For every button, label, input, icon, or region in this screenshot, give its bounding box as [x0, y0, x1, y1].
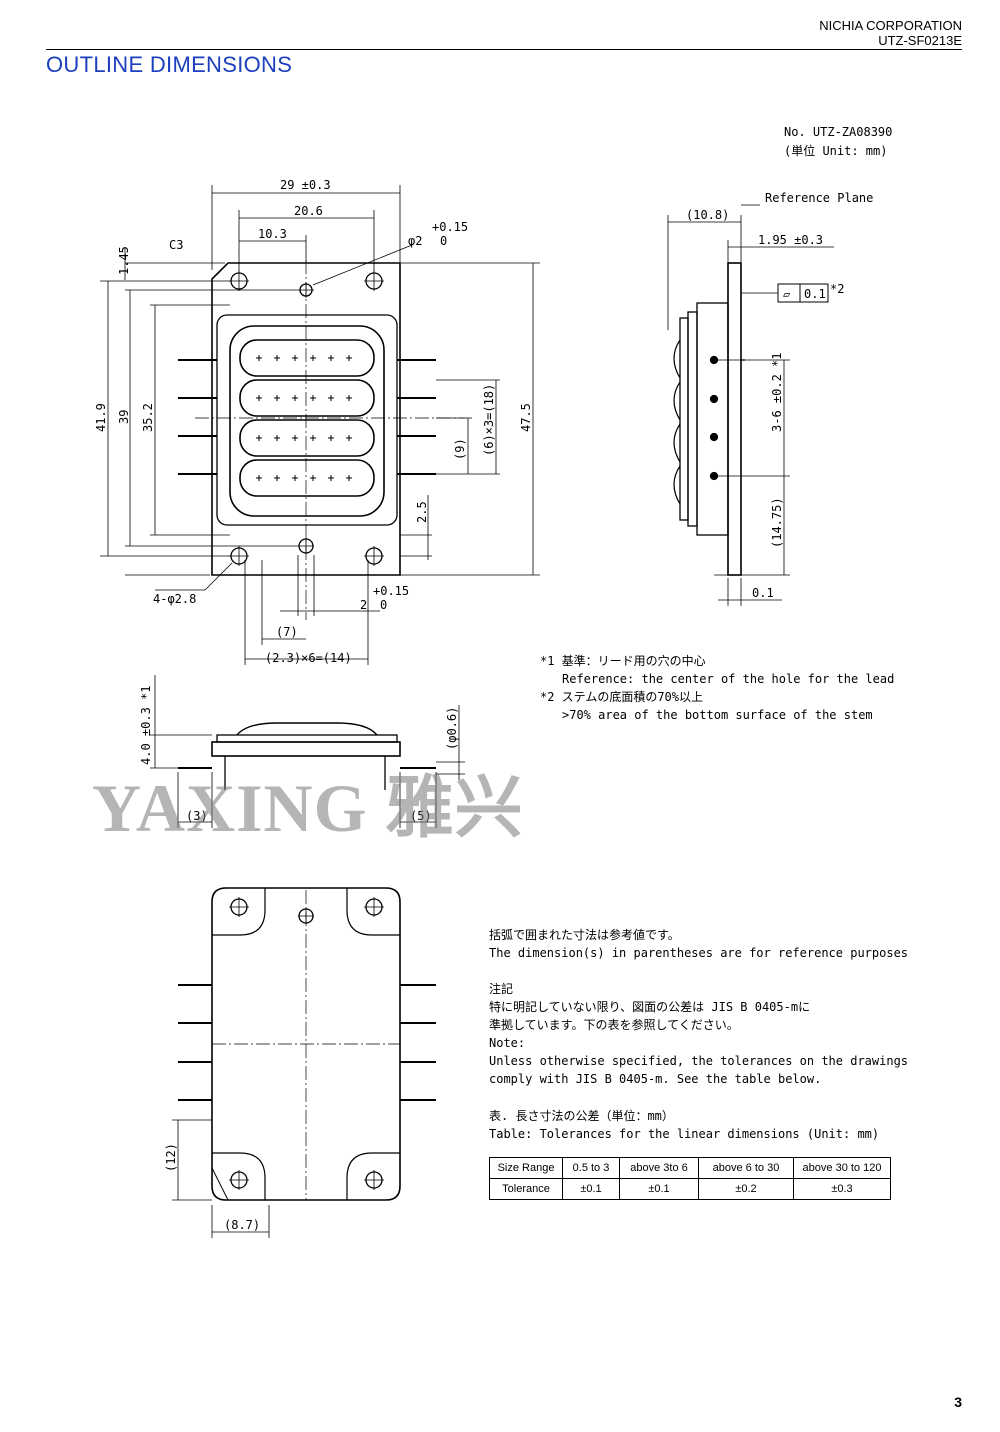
table-cell: above 30 to 120 [793, 1157, 891, 1179]
dim-1-95: 1.95 ±0.3 [758, 233, 823, 247]
dim-14-75: (14.75) [770, 497, 784, 548]
dim-slot-tol-plus: +0.15 [373, 584, 409, 598]
section-view [150, 675, 465, 828]
dim-20-6: 20.6 [294, 204, 323, 218]
dim-35-2: 35.2 [141, 403, 155, 432]
tolerance-note: 注記特に明記していない限り、図面の公差は JIS B 0405-mに準拠していま… [489, 980, 908, 1088]
dim-12: (12) [164, 1143, 178, 1172]
dim-10-8: (10.8) [686, 208, 729, 222]
header-block: NICHIA CORPORATION UTZ-SF0213E [819, 18, 962, 48]
page-title: OUTLINE DIMENSIONS [46, 52, 293, 77]
table-caption-en: Table: Tolerances for the linear dimensi… [489, 1127, 880, 1141]
back-view [172, 887, 436, 1238]
dim-47-5: 47.5 [519, 403, 533, 432]
note-line2-en: comply with JIS B 0405-m. See the table … [489, 1072, 822, 1086]
dim-hole-d2: φ2 [408, 234, 422, 248]
dim-39: 39 [117, 410, 131, 424]
dim-3-6: 3-6 ±0.2 *1 [770, 353, 784, 432]
dim-slot-width: 2 [360, 598, 367, 612]
unit-note: (単位 Unit: mm) [784, 143, 887, 158]
table-header-row: Size Range 0.5 to 3 above 3to 6 above 6 … [489, 1157, 891, 1179]
dim-41-9: 41.9 [94, 403, 108, 432]
note-heading-en: Note: [489, 1036, 526, 1050]
dim-c3: C3 [169, 238, 183, 252]
dim-5: (5) [410, 809, 432, 823]
dim-hole-tol-plus: +0.15 [432, 220, 468, 234]
paren-note-jp: 括弧で囲まれた寸法は参考値です。 [489, 928, 680, 942]
note-2-jp: *2 ステムの底面積の70%以上 [540, 690, 703, 704]
table-cell: ±0.1 [619, 1178, 699, 1200]
header-rule [46, 49, 962, 50]
note-line2-jp: 準拠しています。下の表を参照してください。 [489, 1018, 739, 1032]
drawing-number: No. UTZ-ZA08390 [784, 125, 892, 139]
flatness-mark: *2 [830, 282, 844, 296]
table-cell: ±0.3 [793, 1178, 891, 1200]
front-view [178, 260, 465, 620]
section-dimension-labels: 4.0 ±0.3 *1 (φ0.6) (3) (5) [139, 686, 459, 823]
dim-7: (7) [276, 625, 298, 639]
dim-8-7: (8.7) [224, 1218, 260, 1232]
dim-2-3x6: (2.3)×6=(14) [265, 651, 352, 665]
table-cell: Size Range [489, 1157, 563, 1179]
note-1-en: Reference: the center of the hole for th… [562, 672, 895, 686]
side-view [667, 204, 834, 606]
flatness-symbol: ▱ [783, 287, 791, 301]
tolerance-table: Size Range 0.5 to 3 above 3to 6 above 6 … [489, 1157, 891, 1200]
parentheses-note: 括弧で囲まれた寸法は参考値です。 The dimension(s) in pare… [489, 926, 908, 962]
watermark: YAXING 雅兴 [92, 770, 524, 846]
back-dimension-labels: (12) (8.7) [164, 1143, 260, 1232]
dim-4-0: 4.0 ±0.3 *1 [139, 686, 153, 765]
document-number: UTZ-SF0213E [878, 33, 962, 48]
dim-0-1: 0.1 [752, 586, 774, 600]
note-heading-jp: 注記 [489, 982, 514, 996]
table-cell: ±0.1 [562, 1178, 620, 1200]
table-cell: above 3to 6 [619, 1157, 699, 1179]
dim-4-holes: 4-φ2.8 [153, 592, 196, 606]
table-cell: Tolerance [489, 1178, 563, 1200]
dim-29: 29 ±0.3 [280, 178, 331, 192]
dim-1-45: 1.45 [117, 246, 131, 275]
note-2-en: >70% area of the bottom surface of the s… [562, 708, 873, 722]
company-name: NICHIA CORPORATION [819, 18, 962, 33]
note-1-jp: *1 基準：リード用の穴の中心 [540, 654, 706, 668]
table-cell: 0.5 to 3 [562, 1157, 620, 1179]
note-line1-jp: 特に明記していない限り、図面の公差は JIS B 0405-mに [489, 1000, 811, 1014]
front-dimensions [100, 185, 540, 665]
table-cell: above 6 to 30 [698, 1157, 794, 1179]
table-caption: 表. 長さ寸法の公差（単位：mm） Table: Tolerances for t… [489, 1107, 879, 1143]
dim-slot-tol-zero: 0 [380, 598, 387, 612]
dim-phi-0-6: (φ0.6) [445, 707, 459, 750]
dim-6x3: (6)×3=(18) [482, 384, 496, 456]
dim-3: (3) [186, 809, 208, 823]
table-row: Tolerance ±0.1 ±0.1 ±0.2 ±0.3 [489, 1178, 891, 1200]
table-caption-jp: 表. 長さ寸法の公差（単位：mm） [489, 1109, 674, 1123]
dim-2-5: 2.5 [415, 501, 429, 523]
dim-10-3: 10.3 [258, 227, 287, 241]
paren-note-en: The dimension(s) in parentheses are for … [489, 946, 909, 960]
dim-hole-tol-zero: 0 [440, 234, 447, 248]
side-dimension-labels: Reference Plane (10.8) 1.95 ±0.3 ▱ 0.1 *… [686, 191, 873, 600]
dim-9: (9) [453, 438, 467, 460]
front-dimension-labels: 29 ±0.3 20.6 10.3 φ2 +0.15 0 C3 1.45 41.… [94, 178, 533, 665]
table-cell: ±0.2 [698, 1178, 794, 1200]
reference-notes: *1 基準：リード用の穴の中心 Reference: the center of … [540, 652, 894, 724]
note-line1-en: Unless otherwise specified, the toleranc… [489, 1054, 909, 1068]
flatness-value: 0.1 [804, 287, 826, 301]
page-number: 3 [954, 1394, 962, 1410]
reference-plane-label: Reference Plane [765, 191, 873, 205]
